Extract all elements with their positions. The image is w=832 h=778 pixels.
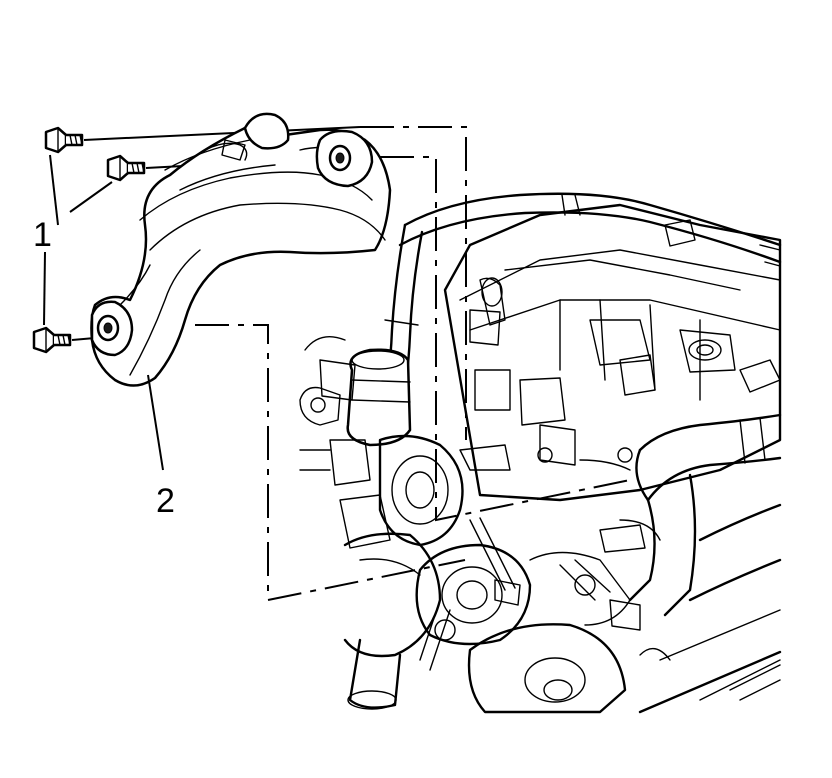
bolt-icon: [106, 154, 146, 182]
bolt-icon: [32, 326, 72, 354]
callout-leaders: [43, 154, 164, 471]
bolt-icon: [44, 126, 84, 154]
callout-label-bolts: 1: [33, 216, 52, 254]
alignment-lines: [195, 126, 631, 602]
callout-label-bracket: 2: [156, 482, 175, 520]
bracket: [90, 112, 392, 387]
engine-assembly: [299, 192, 782, 714]
